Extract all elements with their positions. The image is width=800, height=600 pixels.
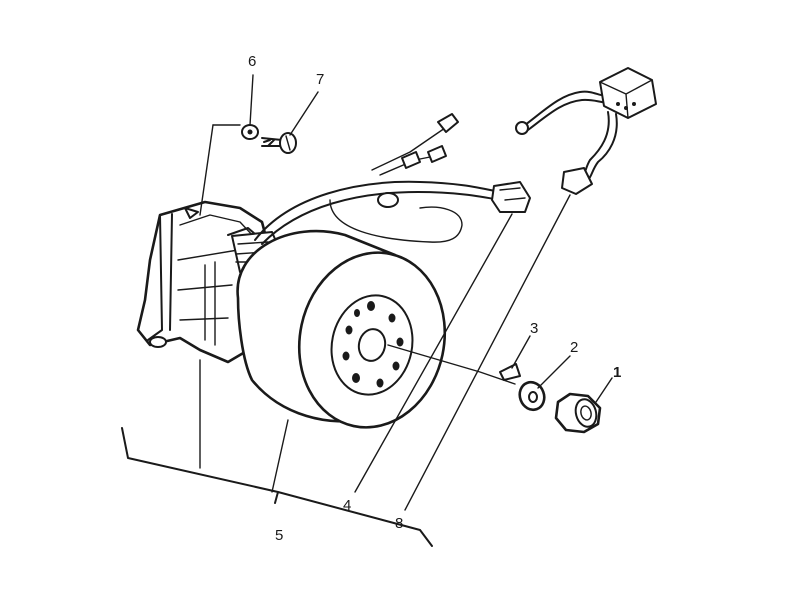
wiring-harness <box>254 113 501 245</box>
woodruff-key <box>499 363 521 381</box>
callout-8: 8 <box>395 515 403 532</box>
callout-2: 2 <box>570 339 578 356</box>
harness-connector <box>491 181 531 213</box>
callout-1: 1 <box>613 364 621 381</box>
flywheel-nut <box>554 392 602 434</box>
flywheel-holes <box>342 301 404 388</box>
leader-lines <box>249 74 613 511</box>
callout-4: 4 <box>343 497 351 514</box>
washer <box>518 380 546 412</box>
flywheel-rotor <box>236 229 447 429</box>
callout-5: 5 <box>275 527 283 544</box>
wire-lead <box>515 67 657 195</box>
callout-3: 3 <box>530 320 538 337</box>
callout-labels: 1 2 3 4 5 6 7 8 <box>248 53 621 544</box>
callout-7: 7 <box>316 71 324 88</box>
stator-screw <box>199 124 297 216</box>
assembly-bracket <box>121 359 433 547</box>
callout-6: 6 <box>248 53 256 70</box>
